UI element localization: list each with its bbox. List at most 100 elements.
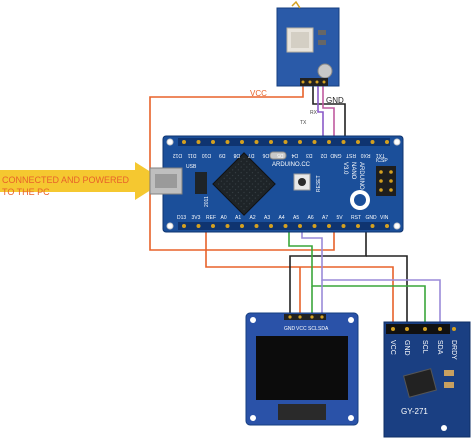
arduino-bottom-pin-label: A5 [293, 215, 299, 221]
wire-gnd-gps [312, 84, 346, 136]
arduino-model-line1: ARDUINO [358, 162, 364, 190]
arduino-top-pin [327, 140, 331, 144]
arduino-top-pin [269, 140, 273, 144]
arduino-top-pin-label: D2 [320, 152, 327, 158]
arduino-top-pin-label: D9 [219, 152, 226, 158]
arduino-bottom-pin-label: 5V [337, 215, 344, 221]
arduino-bottom-pin [312, 224, 317, 228]
oled-ribbon [278, 404, 326, 420]
arduino-bottom-pin-label: A3 [264, 215, 270, 221]
arduino-top-pin [211, 140, 215, 144]
arduino-bottom-pin [341, 224, 346, 228]
usb-connector [149, 167, 183, 195]
compass-model-label: GY-271 [401, 407, 428, 416]
wires [149, 84, 441, 322]
arduino-top-pin-label: D12 [173, 152, 182, 158]
arduino-top-pin-label: D5 [277, 152, 284, 158]
arduino-top-pin [356, 140, 360, 144]
arduino-pin-dots [182, 140, 389, 228]
arduino-top-pin [182, 140, 186, 144]
wire-gnd-compass [366, 255, 408, 322]
crystal [269, 151, 287, 160]
arduino-model-line2: NANO [350, 162, 356, 180]
arduino-bottom-pin [211, 224, 215, 228]
arduino-top-pin-label: D7 [248, 152, 255, 158]
arduino-usb-label: USB [186, 164, 197, 170]
oled-pin-label: VCC [296, 326, 307, 332]
oled-pin-header [284, 314, 326, 320]
wire-sda [301, 232, 441, 322]
wire-scl [288, 232, 426, 322]
oled-pin-label: GND [284, 326, 296, 332]
usb-note-line2: TO THE PC [2, 187, 50, 197]
arduino-top-pin [225, 140, 230, 144]
arduino-top-pin [370, 140, 375, 144]
compass-pin-header [386, 324, 456, 334]
arduino-bottom-pin [370, 224, 375, 228]
arduino-reset-label: RESET [316, 175, 322, 192]
arduino-top-pin-label: GND [330, 152, 342, 158]
arduino-bottom-pin-label: RST [351, 215, 361, 221]
arduino-bottom-pin [298, 224, 302, 228]
oled-pin-label: SCL [308, 326, 318, 332]
arduino-top-pin [240, 140, 244, 144]
arduino-top-pin [298, 140, 302, 144]
tx-wire-label: TX [300, 120, 307, 126]
arduino-top-pin [385, 140, 389, 144]
arduino-bottom-pin [182, 224, 186, 228]
ftdi-chip [195, 172, 207, 194]
usb-arrow [0, 162, 165, 200]
arduino-bottom-pin-label: GND [366, 215, 378, 221]
arduino-bottom-pin [385, 224, 389, 228]
arduino-bottom-pin-label: REF [206, 215, 216, 221]
arduino-icsp-label: ICSP [376, 158, 388, 164]
arduino-top-pin-label: TX1 [376, 152, 385, 158]
arduino-bottom-pin-label: A1 [235, 215, 241, 221]
gps-module [276, 0, 340, 87]
arduino-bottom-pin-label: 3V3 [192, 215, 201, 221]
arduino-brand-label: ARDUINO.CC [272, 162, 311, 168]
compass-pin-label: VCC [389, 340, 396, 355]
arduino-top-pin [254, 140, 259, 144]
arduino-top-pin [283, 140, 288, 144]
arduino-bottom-pin [196, 224, 201, 228]
atmega-chip [212, 152, 276, 216]
compass-pin-label: GND [403, 340, 410, 356]
arduino-top-pin-label: D11 [187, 152, 196, 158]
reset-button [293, 173, 311, 191]
arduino-model-line3: V3.0 [342, 162, 348, 175]
arduino-top-pin-label: RST [346, 152, 356, 158]
arduino-top-pin-label: D8 [233, 152, 240, 158]
arduino-top-pin [196, 140, 201, 144]
arduino-model-text: ARDUINO NANO V3.0 [342, 162, 364, 190]
arduino-bottom-pin-label: D13 [177, 215, 186, 221]
arduino-top-pin [312, 140, 317, 144]
arduino-bottom-pin-label: VIN [380, 215, 389, 221]
arduino-bottom-pin [269, 224, 273, 228]
arduino-top-pin-label: RX0 [361, 152, 371, 158]
arduino-bottom-pin [356, 224, 360, 228]
arduino-top-pin-label: D3 [306, 152, 313, 158]
arduino-bottom-pin [327, 224, 331, 228]
arduino-bottom-pin [240, 224, 244, 228]
compass-pin-label: DRDY [450, 340, 457, 360]
arduino-top-pin-label: D6 [262, 152, 269, 158]
arduino-bottom-pin-label: A4 [279, 215, 285, 221]
oled-pin-label: SDA [318, 326, 329, 332]
rx-wire-label: RX [310, 110, 318, 116]
icsp-header [376, 166, 396, 196]
gps-pin-header [300, 78, 328, 86]
arduino-top-pin [341, 140, 346, 144]
wire-rx [322, 84, 335, 136]
arduino-bottom-pin-label: A0 [221, 215, 227, 221]
gnd-wire-label: GND [326, 96, 344, 105]
arduino-bottom-pin [283, 224, 288, 228]
